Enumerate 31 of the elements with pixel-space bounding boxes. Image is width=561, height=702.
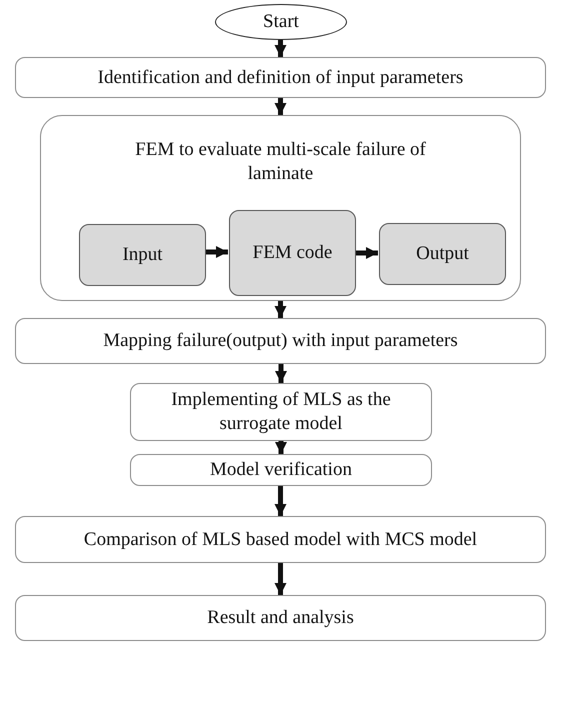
arrow — [275, 441, 287, 454]
group-box — [40, 115, 521, 301]
process-box — [79, 224, 206, 286]
process-box — [15, 318, 546, 364]
process-box — [130, 383, 432, 441]
node-label: Mapping failure(output) with input parameters — [103, 329, 458, 353]
arrow — [274, 301, 286, 318]
process-box — [229, 210, 356, 296]
process-box — [15, 516, 546, 563]
process-box — [15, 57, 546, 98]
start-ellipse — [215, 4, 347, 40]
arrow — [274, 486, 286, 516]
arrow — [274, 98, 286, 115]
process-box — [130, 454, 432, 486]
node-label: Start — [263, 10, 299, 34]
process-box — [15, 595, 546, 641]
process-box — [379, 223, 506, 285]
arrow — [205, 246, 228, 258]
node-label: Implementing of MLS as the surrogate model — [170, 388, 392, 436]
node-label: Comparison of MLS based model with MCS model — [84, 528, 478, 552]
node-label: Input — [122, 243, 163, 267]
node-label: Result and analysis — [207, 606, 354, 630]
node-label: Output — [416, 242, 469, 266]
arrow — [274, 40, 286, 57]
node-label: FEM code — [252, 241, 332, 265]
arrow — [355, 247, 378, 259]
arrow — [274, 563, 286, 595]
node-label: Identification and definition of input parameters — [98, 66, 464, 90]
node-label: FEM to evaluate multi-scale failure of laminate — [134, 138, 427, 186]
arrow — [275, 364, 287, 383]
node-label: Model verification — [210, 458, 352, 482]
